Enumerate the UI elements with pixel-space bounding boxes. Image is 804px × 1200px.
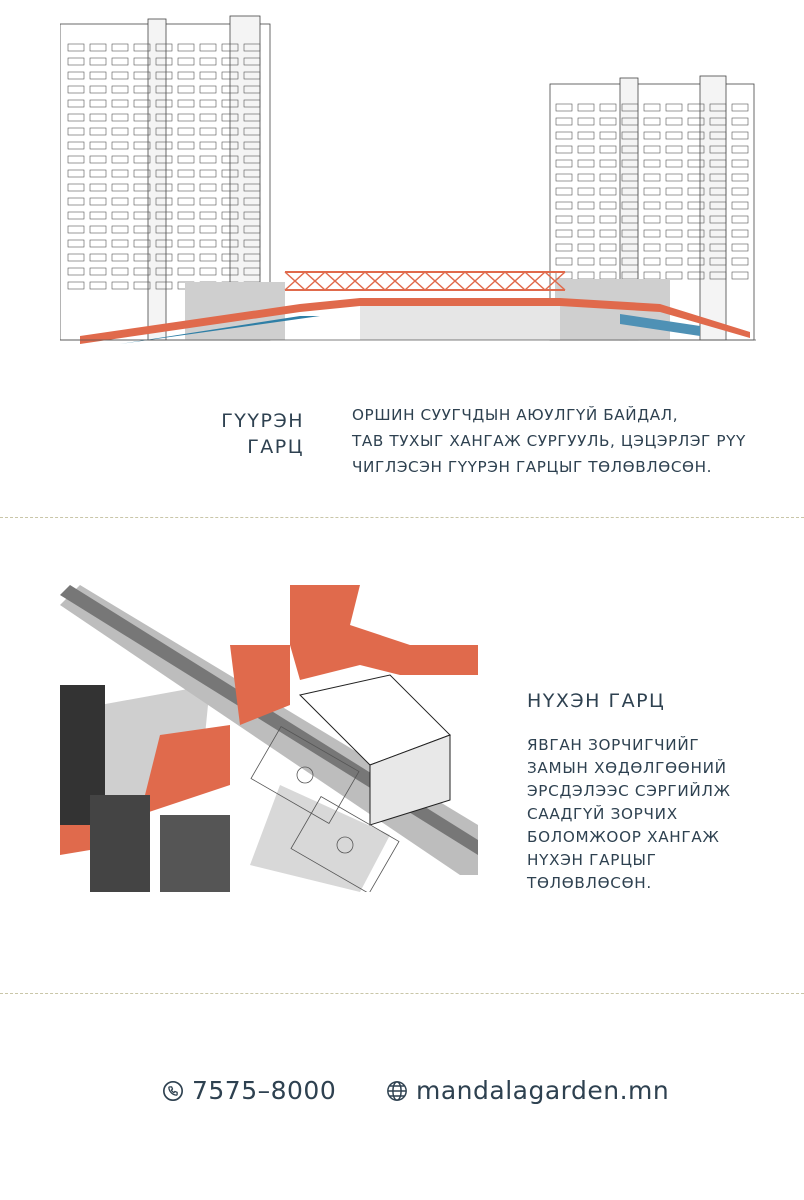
section-divider — [0, 517, 804, 518]
tunnel-desc-line: НҮХЭН ГАРЦЫГ — [527, 851, 657, 869]
tunnel-crossing-title: НҮХЭН ГАРЦ — [527, 690, 666, 712]
phone-icon — [163, 1080, 183, 1101]
website-url: mandalagarden.mn — [416, 1076, 670, 1105]
tunnel-desc-line: ЭРСДЭЛЭЭС СЭРГИЙЛЖ — [527, 782, 731, 800]
tunnel-desc-line: ЯВГАН ЗОРЧИГЧИЙГ — [527, 736, 700, 754]
bridge-crossing-description: ОРШИН СУУГЧДЫН АЮУЛГҮЙ БАЙДАЛ, ТАВ ТУХЫГ… — [352, 402, 772, 480]
bridge-title-line: ГАРЦ — [247, 436, 304, 458]
website-link[interactable]: mandalagarden.mn — [386, 1076, 669, 1105]
bridge-crossing-title: ГҮҮРЭН ГАРЦ — [144, 408, 304, 460]
bridge-title-line: ГҮҮРЭН — [221, 410, 304, 432]
tunnel-desc-line: СААДГҮЙ ЗОРЧИХ — [527, 805, 678, 823]
tunnel-aerial-drawing — [60, 585, 478, 892]
phone-contact[interactable]: 7575–8000 — [162, 1076, 336, 1105]
bridge-desc-line: ТАВ ТУХЫГ ХАНГАЖ СУРГУУЛЬ, ЦЭЦЭРЛЭГ РҮҮ — [352, 432, 746, 450]
section-divider — [0, 993, 804, 994]
tunnel-desc-line: БОЛОМЖООР ХАНГАЖ — [527, 828, 720, 846]
tunnel-crossing-description: ЯВГАН ЗОРЧИГЧИЙГ ЗАМЫН ХӨДӨЛГӨӨНИЙ ЭРСДЭ… — [527, 734, 787, 895]
contact-footer: 7575–8000 mandalagarden.mn — [0, 1076, 804, 1110]
tunnel-desc-line: ЗАМЫН ХӨДӨЛГӨӨНИЙ — [527, 759, 727, 777]
bridge-desc-line: ОРШИН СУУГЧДЫН АЮУЛГҮЙ БАЙДАЛ, — [352, 406, 679, 424]
globe-icon — [387, 1080, 407, 1101]
bridge-elevation-drawing — [60, 14, 756, 344]
phone-number: 7575–8000 — [192, 1076, 337, 1105]
tunnel-desc-line: ТӨЛӨВЛӨСӨН. — [527, 874, 652, 892]
bridge-desc-line: ЧИГЛЭСЭН ГҮҮРЭН ГАРЦЫГ ТӨЛӨВЛӨСӨН. — [352, 458, 713, 476]
